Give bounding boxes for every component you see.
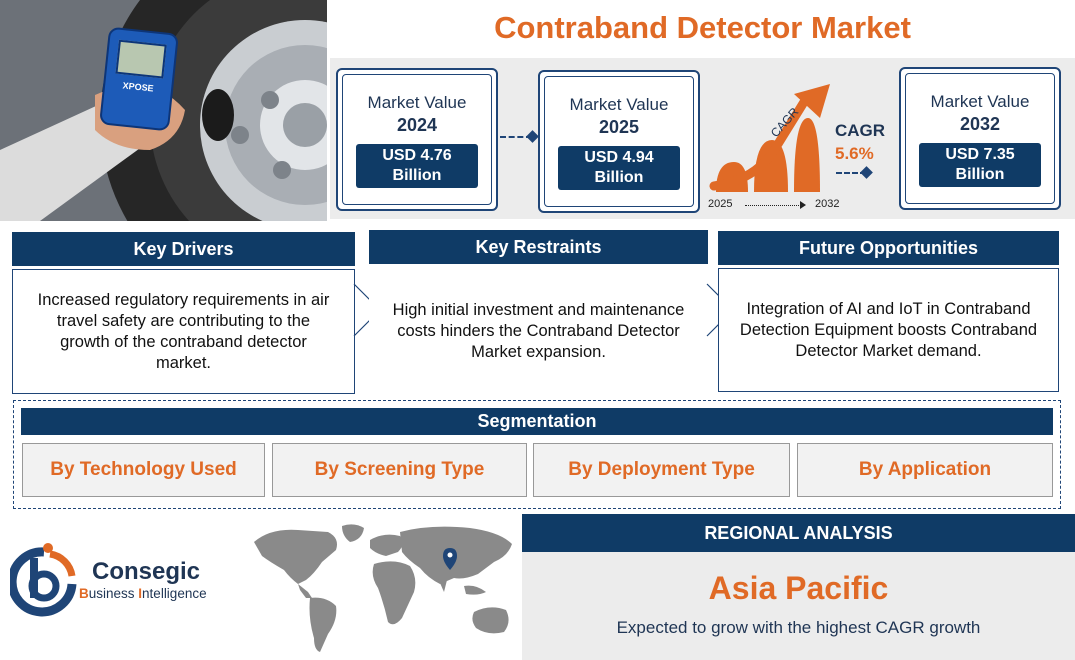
cagr-label: CAGR — [835, 121, 886, 140]
segmentation-title: Segmentation — [21, 408, 1053, 435]
market-value-label: Market Value — [367, 93, 467, 112]
logo-sub-b: B — [79, 586, 89, 601]
detector-brand: XPOSE — [122, 80, 155, 94]
segment-by-deployment-type: By Deployment Type — [533, 443, 790, 497]
market-value-label: Market Value — [569, 95, 669, 114]
amount-unit: Billion — [594, 169, 644, 186]
cagr-growth-icon: CAGR — [709, 84, 830, 192]
world-map — [254, 524, 512, 652]
regional-analysis-body — [522, 552, 1075, 660]
segment-by-application: By Application — [797, 443, 1053, 497]
year-range-arrow-icon — [800, 201, 806, 209]
amount-line: USD 7.35 — [945, 146, 1015, 163]
logo-sub-business: usiness — [88, 586, 139, 601]
amount-line: USD 4.76 — [382, 147, 452, 164]
market-value-amount: USD 7.35 Billion — [919, 143, 1041, 187]
key-restraints-text: High initial investment and maintenance … — [369, 270, 708, 392]
consegic-logo-icon — [10, 543, 77, 617]
header-photo: XPOSE — [0, 0, 327, 221]
year-range-line — [745, 205, 801, 206]
key-restraints-title: Key Restraints — [369, 230, 708, 264]
market-value-label: Market Value — [930, 92, 1030, 111]
segment-by-technology: By Technology Used — [22, 443, 265, 497]
regional-analysis-title: REGIONAL ANALYSIS — [522, 514, 1075, 552]
regional-description: Expected to grow with the highest CAGR g… — [616, 618, 981, 637]
logo-subtitle: Business Intelligence — [79, 586, 207, 601]
logo-name: Consegic — [92, 558, 201, 585]
key-drivers-text: Increased regulatory requirements in air… — [12, 269, 355, 394]
key-drivers-panel: Key Drivers Increased regulatory require… — [12, 232, 355, 394]
market-value-card-2024: Market Value 2024 USD 4.76 Billion — [336, 68, 498, 211]
connector-line — [500, 136, 532, 138]
cagr-value: 5.6% — [835, 144, 874, 163]
detector-device: XPOSE — [99, 26, 179, 132]
market-value-card-2032: Market Value 2032 USD 7.35 Billion — [899, 67, 1061, 210]
connector-line — [836, 172, 866, 174]
key-drivers-title: Key Drivers — [12, 232, 355, 266]
future-opportunities-panel: Future Opportunities Integration of AI a… — [718, 231, 1059, 392]
future-opportunities-title: Future Opportunities — [718, 231, 1059, 265]
amount-unit: Billion — [955, 166, 1005, 183]
amount-line: USD 4.94 — [584, 149, 654, 166]
logo-sub-intelligence: ntelligence — [142, 586, 207, 601]
market-value-amount: USD 4.76 Billion — [356, 144, 478, 188]
market-value-year: 2025 — [598, 117, 640, 137]
segment-by-screening-type: By Screening Type — [272, 443, 527, 497]
market-value-card-2025: Market Value 2025 USD 4.94 Billion — [538, 70, 700, 213]
cagr-start-year: 2025 — [708, 198, 733, 210]
market-value-year: 2024 — [396, 115, 438, 135]
market-value-amount: USD 4.94 Billion — [558, 146, 680, 190]
market-value-year: 2032 — [959, 114, 1001, 134]
key-restraints-panel: Key Restraints High initial investment a… — [369, 230, 708, 392]
location-pin-icon — [443, 548, 457, 570]
future-opportunities-text: Integration of AI and IoT in Contraband … — [718, 268, 1059, 392]
amount-unit: Billion — [392, 167, 442, 184]
logo-sub-i: I — [138, 586, 143, 601]
page-title: Contraband Detector Market — [494, 10, 911, 45]
regional-leader: Asia Pacific — [708, 570, 889, 606]
detector-screen — [115, 39, 167, 79]
cagr-end-year: 2032 — [815, 198, 840, 210]
segmentation-container — [13, 400, 1061, 509]
